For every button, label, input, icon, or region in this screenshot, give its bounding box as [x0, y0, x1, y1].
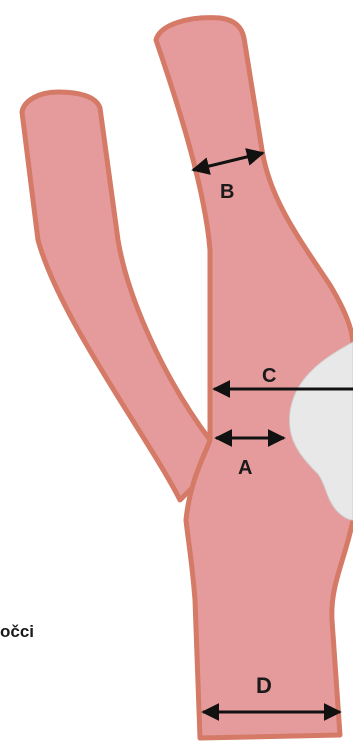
side-text: očci	[0, 622, 34, 642]
left-branch-vessel	[22, 92, 210, 500]
label-a: A	[238, 457, 252, 479]
label-b: B	[220, 181, 234, 203]
label-c: C	[262, 365, 276, 387]
label-d: D	[256, 673, 272, 698]
